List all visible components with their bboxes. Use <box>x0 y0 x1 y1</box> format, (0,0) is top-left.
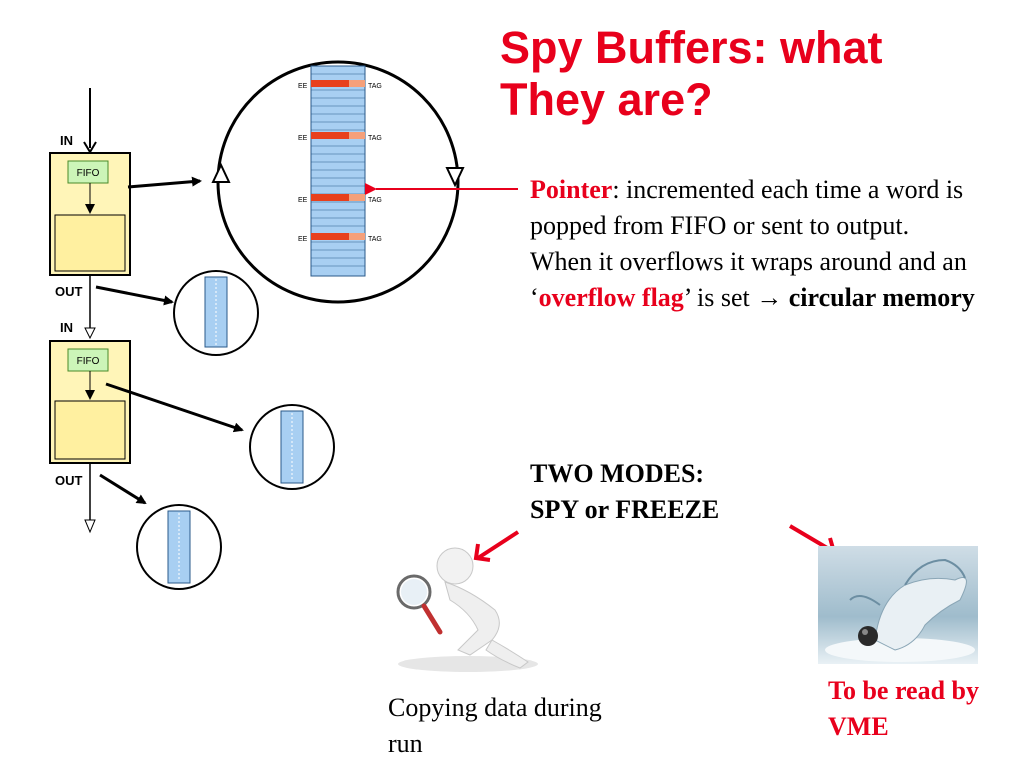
tag-label-3: TAG <box>368 197 382 204</box>
modes-line-1: TWO MODES: <box>530 459 705 488</box>
in-label-1: IN <box>60 133 73 148</box>
pointer-term: Pointer <box>530 175 613 204</box>
ee-label-4: EE <box>298 236 308 243</box>
out-label-1: OUT <box>55 284 83 299</box>
ee-label-2: EE <box>298 135 308 142</box>
small-memory-1 <box>173 270 259 356</box>
freeze-caption: To be read by VME <box>828 676 979 741</box>
ee-label-1: EE <box>298 83 308 90</box>
overflow-mid: ’ is set → <box>683 283 789 312</box>
buffer-block-1: FIFO <box>49 152 131 276</box>
event-row-4 <box>311 233 365 240</box>
spy-buffer-box-1 <box>54 214 126 272</box>
event-row-1 <box>311 80 365 87</box>
buffer-block-2: FIFO <box>49 340 131 464</box>
ee-label-3: EE <box>298 197 308 204</box>
spy-buffer-box-2 <box>54 400 126 460</box>
frozen-creature-icon <box>818 546 978 664</box>
pointer-text: : incremented each time a word is popped… <box>530 175 964 240</box>
modes-heading: TWO MODES: SPY or FREEZE <box>530 456 830 528</box>
tag-label-2: TAG <box>368 135 382 142</box>
small-memory-3 <box>136 504 222 590</box>
spy-mode-arrow-icon <box>473 530 520 562</box>
out-label-2: OUT <box>55 473 83 488</box>
fifo-box-2 <box>67 348 109 372</box>
circular-memory: EE TAG EE TAG EE TAG EE TAG <box>211 60 465 304</box>
magnifier-figure-icon <box>396 547 538 672</box>
pointer-description: Pointer: incremented each time a word is… <box>530 172 1010 316</box>
overflow-intro: When it overflows it wraps around and an… <box>530 247 967 312</box>
rotation-arrow-right-icon <box>445 167 465 188</box>
spy-caption: Copying data during run <box>388 693 602 758</box>
fifo-label-2: FIFO <box>77 356 100 367</box>
tag-label-1: TAG <box>368 83 382 90</box>
event-row-2 <box>311 132 365 139</box>
circular-memory-term: circular memory <box>788 283 975 312</box>
small-memory-2 <box>249 404 335 490</box>
slide-title: Spy Buffers: what They are? <box>500 22 883 125</box>
overflow-flag-term: overflow flag <box>538 283 684 312</box>
fifo-label-1: FIFO <box>77 168 100 179</box>
modes-line-2: SPY or FREEZE <box>530 495 720 524</box>
event-row-3 <box>311 194 365 201</box>
rotation-arrow-left-icon <box>211 162 231 183</box>
memory-column <box>310 65 366 277</box>
tag-label-4: TAG <box>368 236 382 243</box>
in-label-2: IN <box>60 320 73 335</box>
fifo-box-1 <box>67 160 109 184</box>
